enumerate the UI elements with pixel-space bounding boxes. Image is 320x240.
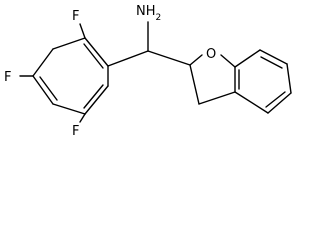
ring-bond [220,54,236,68]
ring-double-bond [265,91,286,108]
ring-bond [52,103,86,115]
ring-double-bond [83,84,104,109]
molecule-structure: NH2 O F F F [4,4,292,139]
ring-bond [198,91,236,105]
ring-bond [189,64,200,105]
c-f-bond-top [79,23,86,39]
ring-bond [286,63,292,94]
fluorine-para-label: F [4,70,11,85]
ring-bond [84,37,109,67]
methine-to-dihydrofuran-bond [147,50,191,66]
aryl-to-methine-bond [107,50,149,67]
ring-bond [32,75,54,105]
fluorine-bottom-label: F [72,124,79,139]
dihydrofuran-ring [189,54,236,105]
ring-double-bond [83,43,104,69]
ring-bond [267,92,292,114]
c-f-bond-bottom [79,113,86,123]
benzo-ring [234,49,292,114]
fluorine-top-label: F [72,9,79,24]
ring-double-bond [260,56,283,69]
ring-bond [189,54,203,66]
ring-bond [52,37,86,50]
ring-bond [259,49,288,65]
ring-bond [234,91,269,114]
ring-double-bond [39,76,58,101]
ring-bond [234,49,261,68]
trifluorophenyl-ring [32,37,109,115]
amine-label: NH2 [136,4,161,23]
ring-bond [84,85,109,115]
ring-bond [32,48,54,77]
ring-oxygen-label: O [206,47,216,62]
